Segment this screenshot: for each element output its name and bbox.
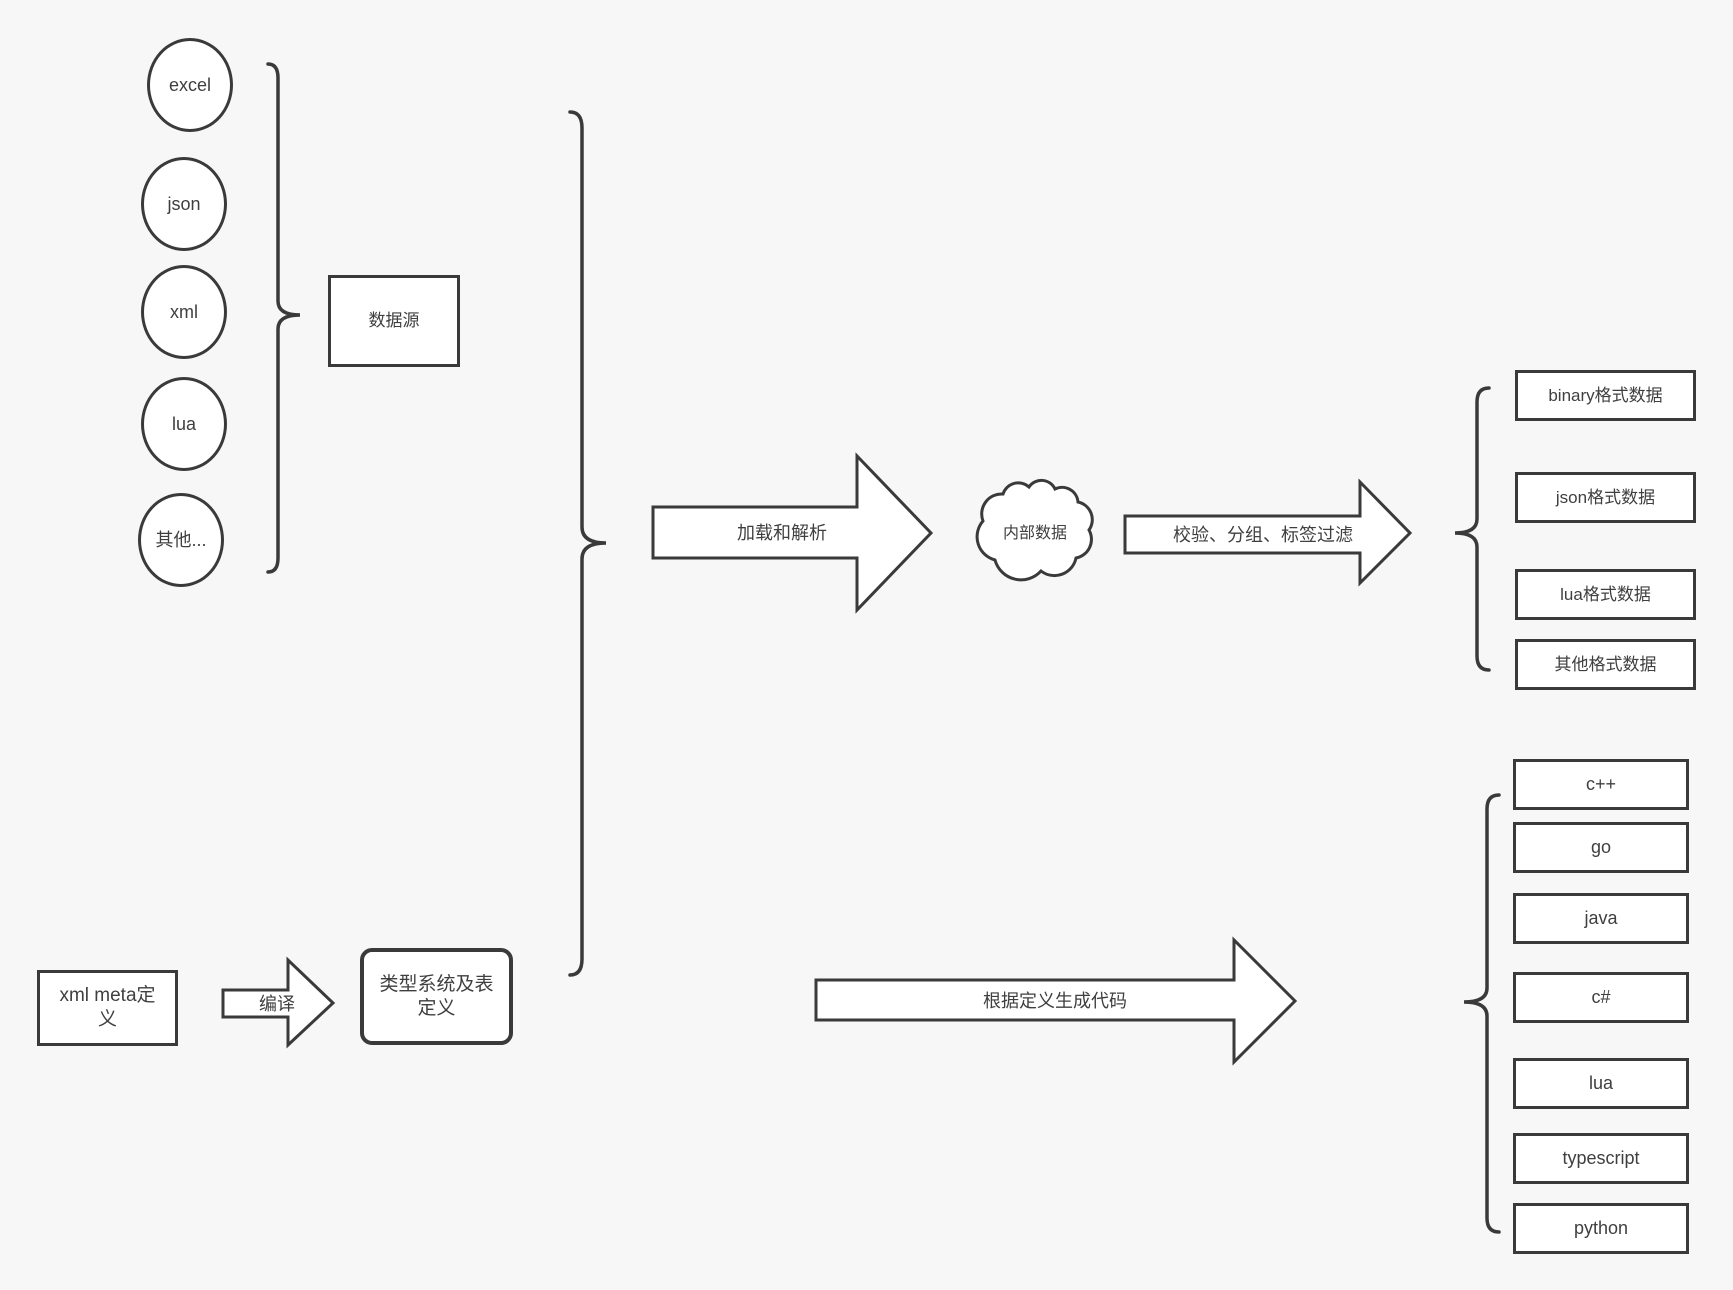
source-node-json: json: [141, 157, 227, 251]
internal-data-cloud: [975, 478, 1094, 582]
output-box-other: 其他格式数据: [1515, 639, 1696, 690]
language-box-python-label: python: [1573, 1218, 1629, 1239]
language-box-typescript: typescript: [1513, 1133, 1689, 1184]
language-box-lua-label: lua: [1588, 1073, 1614, 1094]
source-node-lua: lua: [141, 377, 227, 471]
output-box-lua: lua格式数据: [1515, 569, 1696, 620]
language-box-csharp: c#: [1513, 972, 1689, 1023]
language-box-csharp-label: c#: [1591, 987, 1611, 1008]
datasource-box: 数据源: [328, 275, 460, 367]
source-node-other: 其他...: [138, 493, 224, 587]
language-box-cpp: c++: [1513, 759, 1689, 810]
language-box-python: python: [1513, 1203, 1689, 1254]
source-node-other-label: 其他...: [155, 529, 207, 550]
load-parse-arrow: [651, 452, 934, 614]
source-node-excel: excel: [147, 38, 233, 132]
language-box-lua: lua: [1513, 1058, 1689, 1109]
main-brace: [568, 110, 607, 977]
type-system-label: 类型系统及表定义: [379, 973, 494, 1019]
source-node-xml-label: xml: [170, 301, 198, 322]
output-box-json-label: json格式数据: [1555, 487, 1656, 507]
sources-brace: [266, 62, 301, 574]
language-box-go-label: go: [1590, 837, 1612, 858]
internal-data-label: 内部数据: [1002, 525, 1068, 542]
codegen-arrow: [814, 936, 1298, 1066]
language-box-typescript-label: typescript: [1562, 1148, 1640, 1169]
language-box-java: java: [1513, 893, 1689, 944]
language-box-java-label: java: [1584, 908, 1618, 929]
compile-arrow: [221, 956, 336, 1049]
compile-arrow-label: 编译: [259, 994, 295, 1014]
codegen-arrow-label: 根据定义生成代码: [983, 991, 1127, 1011]
output-box-other-label: 其他格式数据: [1554, 654, 1657, 674]
source-node-excel-label: excel: [168, 74, 212, 95]
source-node-lua-label: lua: [171, 413, 197, 434]
output-box-json: json格式数据: [1515, 472, 1696, 523]
languages-brace: [1463, 793, 1501, 1234]
datasource-label: 数据源: [368, 311, 420, 331]
source-node-json-label: json: [167, 193, 201, 214]
filter-arrow: [1123, 478, 1413, 587]
source-node-xml: xml: [141, 265, 227, 359]
type-system-box: 类型系统及表定义: [360, 948, 513, 1045]
language-box-cpp-label: c++: [1585, 774, 1617, 795]
output-box-binary-label: binary格式数据: [1548, 385, 1663, 405]
xml-meta-box: xml meta定义: [37, 970, 178, 1046]
outputs-brace: [1454, 386, 1491, 672]
output-box-lua-label: lua格式数据: [1560, 584, 1651, 604]
xml-meta-label: xml meta定义: [59, 985, 156, 1030]
load-parse-arrow-label: 加载和解析: [737, 523, 827, 543]
output-box-binary: binary格式数据: [1515, 370, 1696, 421]
filter-arrow-label: 校验、分组、标签过滤: [1173, 525, 1353, 545]
language-box-go: go: [1513, 822, 1689, 873]
